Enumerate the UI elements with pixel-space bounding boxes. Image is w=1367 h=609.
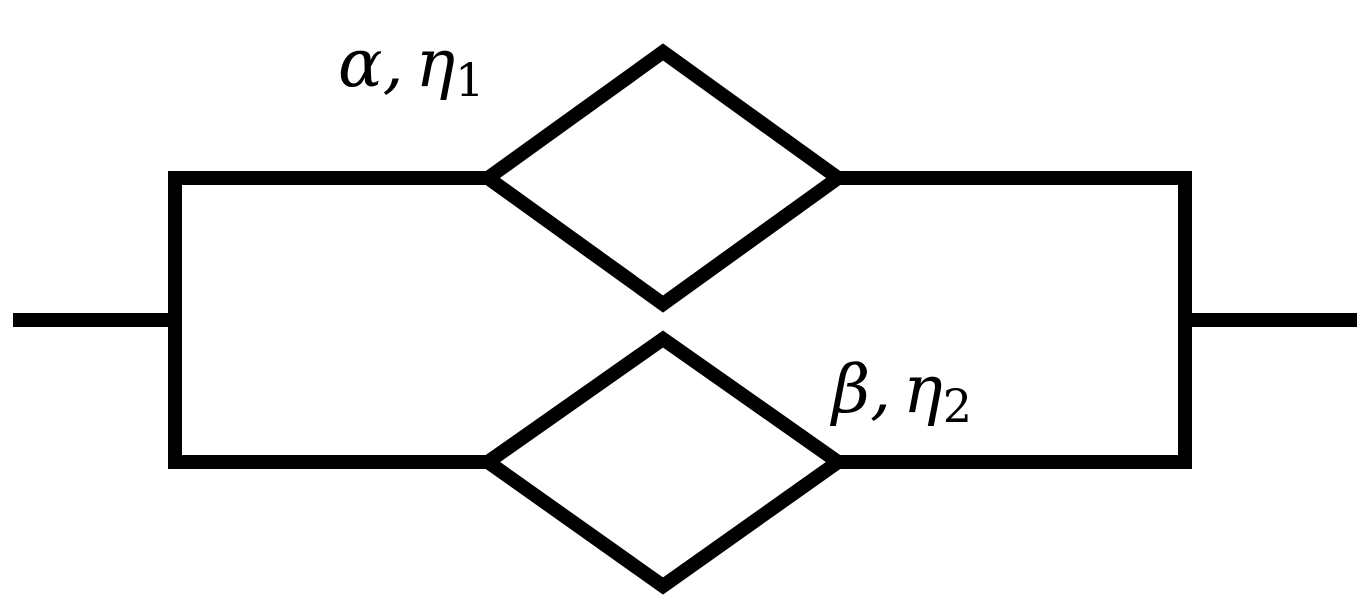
- upper-branch-label: α,η1: [338, 25, 484, 107]
- lower-param: η: [903, 351, 943, 428]
- upper-diamond-element: [476, 43, 850, 313]
- lower-diamond-element: [475, 330, 851, 595]
- upper-param: η: [416, 25, 456, 102]
- upper-symbol: α: [338, 25, 383, 102]
- lower-param-subscript: 2: [943, 379, 972, 433]
- upper-separator: ,: [383, 25, 404, 102]
- lower-symbol: β: [829, 351, 870, 428]
- upper-param-subscript: 1: [455, 53, 484, 107]
- lower-separator: ,: [870, 351, 891, 428]
- lower-branch-label: β,η2: [829, 351, 972, 433]
